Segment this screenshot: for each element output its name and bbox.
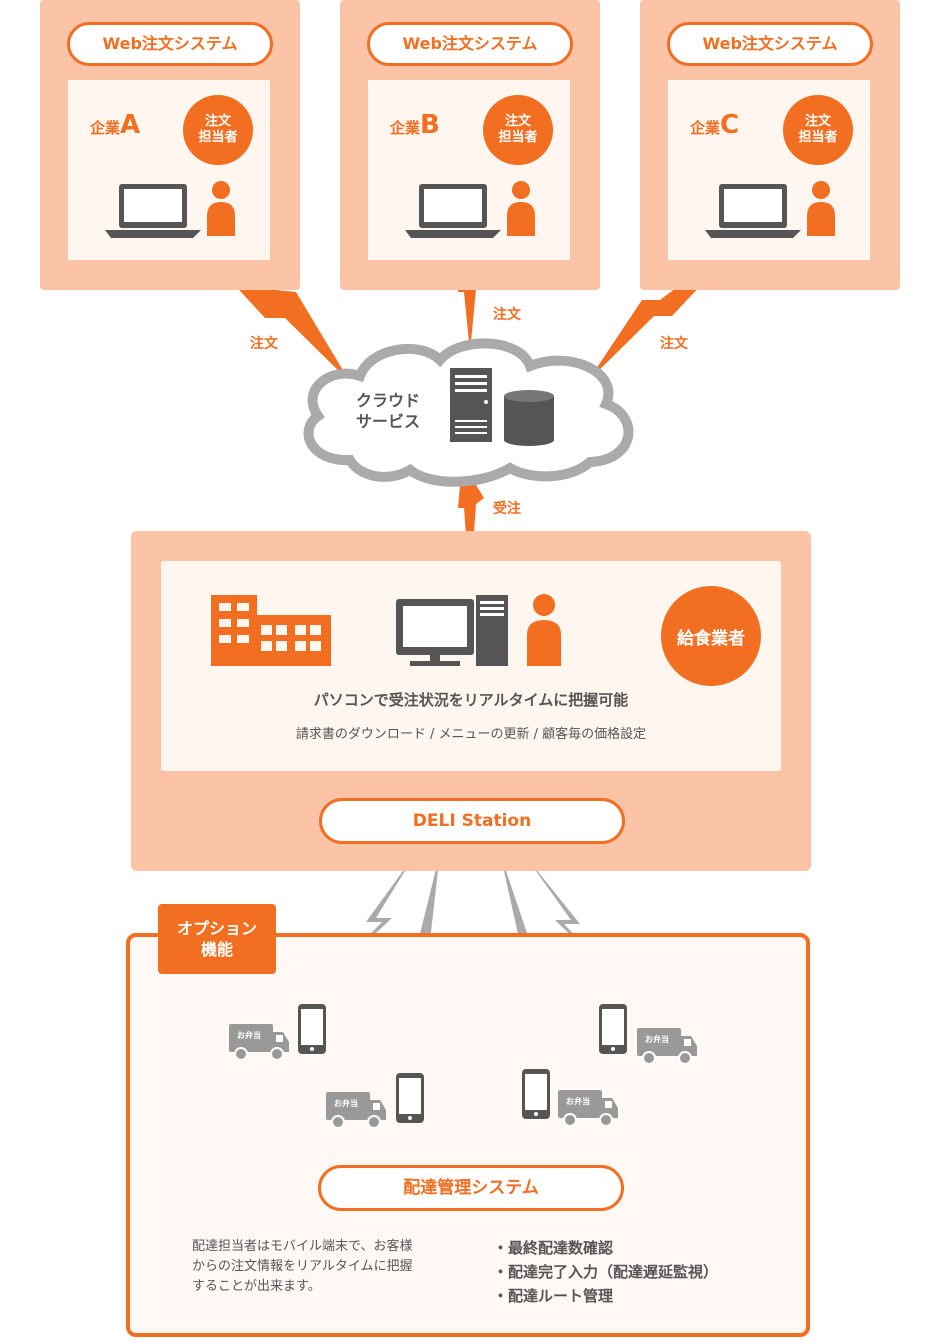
option-tab-line2: 機能: [200, 940, 233, 959]
feature-item-completion-input: ・配達完了入力（配達遅延監視）: [493, 1263, 719, 1281]
person-icon: [807, 181, 835, 236]
web-order-system-label: Web注文システム: [67, 22, 273, 66]
laptop-person-icons: [705, 181, 835, 238]
delivery-description: 配達担当者はモバイル端末で、お客様 からの注文情報をリアルタイムに把握 すること…: [192, 1237, 452, 1297]
cloud-icon: [303, 338, 634, 487]
order-label-right: 注文: [660, 336, 688, 352]
laptop-person-icons: [405, 181, 535, 238]
person-icon: [527, 594, 561, 666]
option-tab: オプション機能: [158, 904, 276, 974]
desktop-person-icons: [396, 594, 561, 666]
deli-station-label: DELI Station: [319, 798, 625, 844]
laptop-person-icons: [105, 181, 235, 238]
description-line1: 配達担当者はモバイル端末で、お客様: [192, 1239, 413, 1254]
bolt-receive-icon: [458, 462, 484, 588]
laptop-icon: [405, 184, 501, 238]
order-label-center: 注文: [493, 307, 521, 323]
bolt-device2-icon: [405, 853, 444, 1053]
badge-line2: 担当者: [198, 130, 238, 145]
company-prefix: 企業: [390, 119, 421, 137]
option-frame: [126, 933, 810, 1337]
monitor-icon: [396, 599, 474, 666]
server-icon: [450, 368, 492, 442]
web-order-system-label: Web注文システム: [367, 22, 573, 66]
badge-line1: 注文: [204, 114, 231, 129]
company-letter: C: [720, 110, 740, 140]
person-icon: [207, 181, 235, 236]
caterer-card: 給食業者 パソコンで受注状況をリアルタイムに把握可能 請求書のダウンロード / …: [161, 561, 781, 771]
web-order-system-label: Web注文システム: [667, 22, 873, 66]
phone-icon-4: [599, 1004, 627, 1054]
bolt-device4-icon: [523, 853, 622, 985]
description-line2: からの注文情報をリアルタイムに把握: [192, 1259, 413, 1274]
truck-label-4: お弁当: [645, 1035, 669, 1044]
order-staff-badge: 注文担当者: [483, 95, 553, 165]
badge-line2: 担当者: [798, 130, 838, 145]
company-prefix: 企業: [690, 119, 721, 137]
badge-line1: 注文: [504, 114, 531, 129]
caterer-panel: 給食業者 パソコンで受注状況をリアルタイムに把握可能 請求書のダウンロード / …: [131, 531, 811, 871]
feature-item-final-count: ・最終配達数確認: [493, 1239, 614, 1257]
phone-icon-3: [522, 1069, 550, 1119]
description-line3: することが出来ます。: [192, 1279, 321, 1294]
receive-order-label: 受注: [493, 501, 521, 517]
cloud-service-label: クラウド サービス: [356, 390, 420, 432]
person-icon: [507, 181, 535, 236]
caterer-subline: 請求書のダウンロード / メニューの更新 / 顧客毎の価格設定: [295, 727, 647, 742]
company-b-card: 企業B 注文担当者: [368, 80, 570, 260]
cloud-label-line2: サービス: [356, 412, 421, 431]
company-prefix: 企業: [90, 119, 121, 137]
caterer-headline: パソコンで受注状況をリアルタイムに把握可能: [313, 691, 629, 709]
order-label-left: 注文: [250, 336, 278, 352]
delivery-system-label: 配達管理システム: [318, 1165, 624, 1211]
phone-icon-1: [298, 1004, 326, 1054]
truck-label-2: お弁当: [334, 1099, 358, 1108]
company-name: 企業C: [690, 110, 739, 140]
company-letter: A: [120, 110, 141, 140]
company-name: 企業A: [90, 110, 140, 140]
feature-item-route: ・配達ルート管理: [493, 1287, 614, 1305]
company-b-panel: Web注文システム 企業B 注文担当者: [340, 0, 600, 290]
laptop-icon: [105, 184, 201, 238]
caterer-badge: 給食業者: [661, 586, 761, 686]
phone-icon-2: [396, 1073, 424, 1123]
truck-label-3: お弁当: [566, 1097, 590, 1106]
company-c-card: 企業C 注文担当者: [668, 80, 870, 260]
building-icon: [211, 595, 331, 666]
option-tab-line1: オプション: [176, 919, 257, 938]
truck-label-1: お弁当: [237, 1031, 261, 1040]
database-icon: [504, 390, 554, 446]
order-staff-badge: 注文担当者: [183, 95, 253, 165]
company-a-panel: Web注文システム 企業A 注文担当者: [40, 0, 300, 290]
company-a-card: 企業A 注文担当者: [68, 80, 270, 260]
order-staff-badge: 注文担当者: [783, 95, 853, 165]
badge-line1: 注文: [804, 114, 831, 129]
company-letter: B: [420, 110, 440, 140]
company-c-panel: Web注文システム 企業C 注文担当者: [640, 0, 900, 290]
tower-icon: [476, 595, 508, 666]
company-name: 企業B: [390, 110, 440, 140]
badge-line2: 担当者: [498, 130, 538, 145]
cloud-label-line1: クラウド: [356, 391, 421, 410]
laptop-icon: [705, 184, 801, 238]
